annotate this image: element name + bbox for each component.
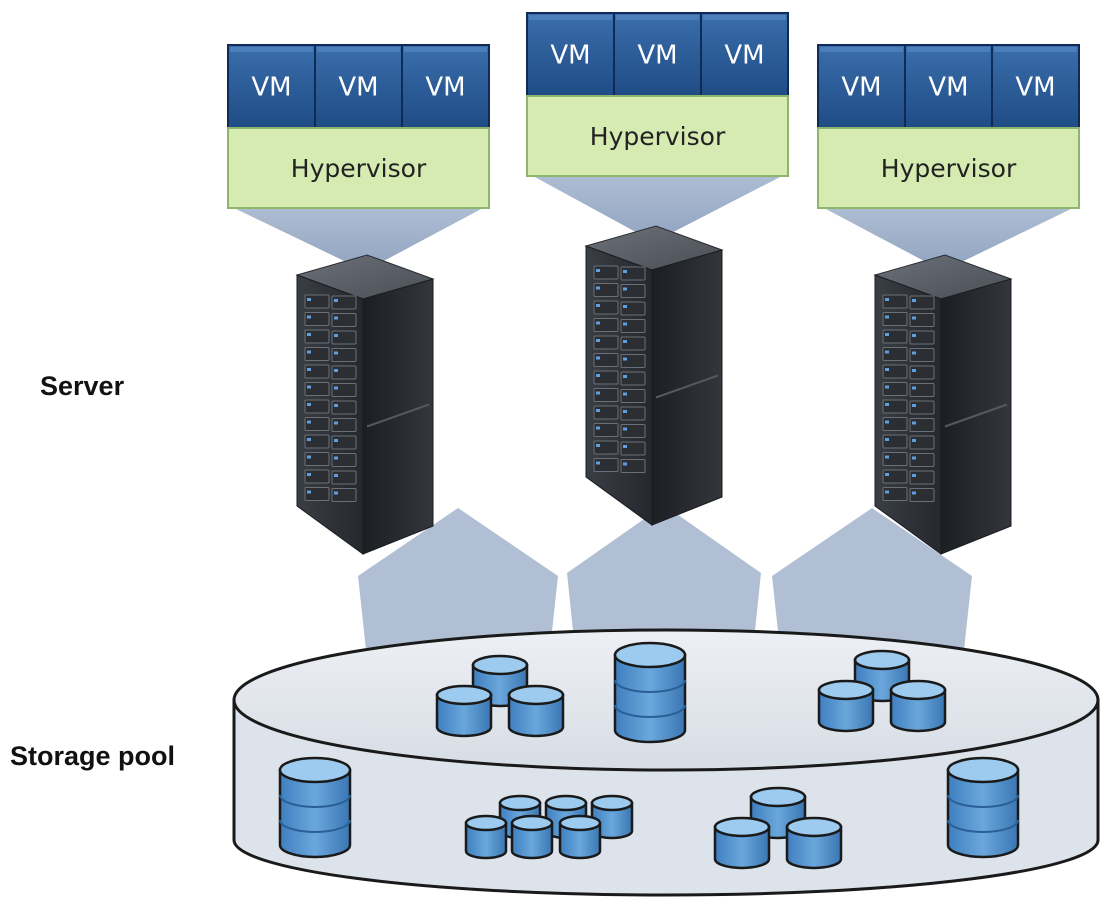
vm-label: VM	[928, 73, 968, 103]
database-large-icon	[278, 756, 352, 859]
database-icon	[590, 794, 634, 840]
server-rack-middle	[584, 225, 724, 526]
server-label: Server	[40, 371, 125, 401]
storage-connector	[358, 508, 558, 650]
vm-box: VM	[401, 44, 490, 129]
database-icon	[464, 814, 508, 860]
vm-label: VM	[841, 73, 881, 103]
vm-box: VM	[904, 44, 993, 129]
hypervisor-server-cones	[234, 176, 1073, 271]
hypervisor-stack-left: VM VM VM Hypervisor	[227, 44, 490, 209]
database-icon	[889, 679, 947, 733]
hypervisor-box: Hypervisor	[817, 127, 1080, 209]
server-rack-left	[295, 254, 435, 555]
vm-box: VM	[613, 12, 702, 97]
vm-label: VM	[338, 73, 378, 103]
hypervisor-stacks: VM VM VM Hypervisor VM VM VM Hypervisor VM VM VM Hy…	[227, 12, 1080, 209]
servers	[295, 225, 1013, 555]
hypervisor-stack-middle: VM VM VM Hypervisor	[526, 12, 789, 177]
vm-box: VM	[817, 44, 906, 129]
server-rack-right	[873, 254, 1013, 555]
storage-connector	[567, 505, 761, 650]
hypervisor-label: Hypervisor	[590, 122, 726, 151]
hypervisor-label: Hypervisor	[881, 154, 1017, 183]
database-icon	[785, 816, 843, 870]
vm-label: VM	[425, 73, 465, 103]
database-icon	[558, 814, 602, 860]
storage-connector	[772, 508, 972, 650]
vm-label: VM	[637, 41, 677, 71]
hypervisor-box: Hypervisor	[526, 95, 789, 177]
database-icon	[713, 816, 771, 870]
connector-cone	[824, 208, 1073, 271]
hypervisor-box: Hypervisor	[227, 127, 490, 209]
database-large-icon	[613, 641, 687, 744]
connector-cone	[533, 176, 782, 242]
vm-label: VM	[251, 73, 291, 103]
vm-box: VM	[314, 44, 403, 129]
connector-cone	[234, 208, 483, 271]
vm-label: VM	[1015, 73, 1055, 103]
database-icon	[435, 684, 493, 738]
database-large-icon	[946, 756, 1020, 859]
vm-box: VM	[700, 12, 789, 97]
server-storage-connectors	[358, 505, 972, 650]
databases	[278, 641, 1020, 870]
hypervisor-stack-right: VM VM VM Hypervisor	[817, 44, 1080, 209]
hypervisor-label: Hypervisor	[291, 154, 427, 183]
vm-box: VM	[991, 44, 1080, 129]
database-icon	[510, 814, 554, 860]
vm-label: VM	[724, 41, 764, 71]
storage-pool-label: Storage pool	[10, 741, 176, 771]
vm-box: VM	[526, 12, 615, 97]
vm-box: VM	[227, 44, 316, 129]
vm-label: VM	[550, 41, 590, 71]
database-icon	[817, 679, 875, 733]
database-icon	[507, 684, 565, 738]
